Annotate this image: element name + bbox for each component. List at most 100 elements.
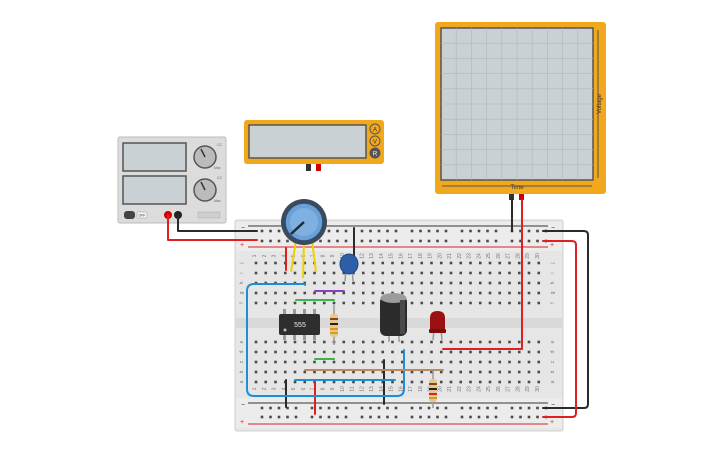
breadboard-hole[interactable] [342,360,346,364]
breadboard-hole[interactable] [254,271,258,275]
rail-hole[interactable] [427,239,431,243]
breadboard-hole[interactable] [420,281,424,285]
breadboard-hole[interactable] [508,261,511,265]
rail-hole[interactable] [327,239,331,243]
rail-hole[interactable] [269,229,272,233]
breadboard-hole[interactable] [488,301,492,305]
breadboard-hole[interactable] [410,261,414,265]
breadboard-hole[interactable] [420,350,424,354]
breadboard-hole[interactable] [342,281,346,285]
breadboard-hole[interactable] [439,301,443,305]
breadboard-hole[interactable] [449,340,453,344]
breadboard-hole[interactable] [332,350,336,354]
breadboard-hole[interactable] [449,281,453,285]
breadboard-hole[interactable] [381,340,385,344]
breadboard-hole[interactable] [420,261,424,265]
breadboard-hole[interactable] [313,281,316,285]
breadboard-hole[interactable] [420,370,424,374]
breadboard-hole[interactable] [420,271,424,275]
rail-hole[interactable] [286,406,289,410]
rail-hole[interactable] [369,239,372,243]
power-supply-voltage-knob[interactable] [193,145,217,169]
rail-hole[interactable] [519,239,522,243]
rail-hole[interactable] [269,406,272,410]
breadboard-hole[interactable] [332,360,336,364]
breadboard-hole[interactable] [400,380,404,384]
breadboard-hole[interactable] [439,281,443,285]
breadboard-hole[interactable] [517,350,521,354]
rail-hole[interactable] [286,239,289,243]
breadboard-hole[interactable] [508,301,511,305]
breadboard-hole[interactable] [420,360,424,364]
breadboard-hole[interactable] [361,380,365,384]
breadboard-hole[interactable] [391,340,394,344]
breadboard-hole[interactable] [371,340,375,344]
breadboard-hole[interactable] [478,281,482,285]
rail-hole[interactable] [336,415,339,419]
rail-hole[interactable] [344,415,348,419]
rail-hole[interactable] [494,229,498,233]
breadboard-hole[interactable] [274,340,277,344]
breadboard-hole[interactable] [313,350,316,354]
breadboard-hole[interactable] [381,291,385,295]
breadboard-hole[interactable] [488,271,492,275]
breadboard-hole[interactable] [352,350,355,354]
breadboard-hole[interactable] [439,380,443,384]
breadboard-hole[interactable] [410,281,414,285]
breadboard-hole[interactable] [469,301,472,305]
rail-hole[interactable] [277,229,281,233]
breadboard-hole[interactable] [361,281,365,285]
breadboard-hole[interactable] [498,340,502,344]
breadboard-hole[interactable] [439,291,443,295]
breadboard-hole[interactable] [478,271,482,275]
rail-hole[interactable] [386,415,389,419]
breadboard-hole[interactable] [527,380,531,384]
breadboard-hole[interactable] [264,340,268,344]
breadboard-hole[interactable] [322,350,326,354]
breadboard-hole[interactable] [332,291,336,295]
rail-hole[interactable] [344,229,348,233]
rail-hole[interactable] [294,415,298,419]
breadboard-hole[interactable] [469,370,472,374]
breadboard-hole[interactable] [459,271,463,275]
breadboard-hole[interactable] [410,370,414,374]
rail-hole[interactable] [327,415,331,419]
rail-hole[interactable] [527,406,531,410]
breadboard-hole[interactable] [274,360,277,364]
breadboard-hole[interactable] [498,291,502,295]
breadboard-hole[interactable] [293,261,297,265]
rail-hole[interactable] [277,239,281,243]
breadboard-hole[interactable] [264,291,268,295]
breadboard-hole[interactable] [508,291,511,295]
breadboard-hole[interactable] [478,380,482,384]
breadboard-hole[interactable] [527,291,531,295]
rail-hole[interactable] [377,406,381,410]
power-supply-current-knob[interactable] [193,178,217,202]
breadboard-hole[interactable] [361,261,365,265]
breadboard-hole[interactable] [517,281,521,285]
rail-hole[interactable] [436,229,439,233]
rail-hole[interactable] [460,415,464,419]
rail-hole[interactable] [419,229,422,233]
rail-hole[interactable] [494,415,498,419]
breadboard-hole[interactable] [478,340,482,344]
breadboard-hole[interactable] [342,350,346,354]
breadboard-hole[interactable] [293,271,297,275]
rail-hole[interactable] [386,229,389,233]
breadboard-hole[interactable] [537,370,541,374]
breadboard-hole[interactable] [498,370,502,374]
rail-hole[interactable] [319,415,322,419]
breadboard-hole[interactable] [469,261,472,265]
breadboard-hole[interactable] [391,281,394,285]
rail-hole[interactable] [527,239,531,243]
breadboard-hole[interactable] [391,271,394,275]
breadboard-hole[interactable] [449,370,453,374]
breadboard-hole[interactable] [283,301,287,305]
breadboard-hole[interactable] [391,291,394,295]
breadboard-hole[interactable] [332,281,336,285]
power-switch[interactable]: OFF [124,211,148,219]
breadboard-hole[interactable] [410,340,414,344]
breadboard-hole[interactable] [293,360,297,364]
breadboard-hole[interactable] [371,380,375,384]
breadboard-hole[interactable] [381,271,385,275]
